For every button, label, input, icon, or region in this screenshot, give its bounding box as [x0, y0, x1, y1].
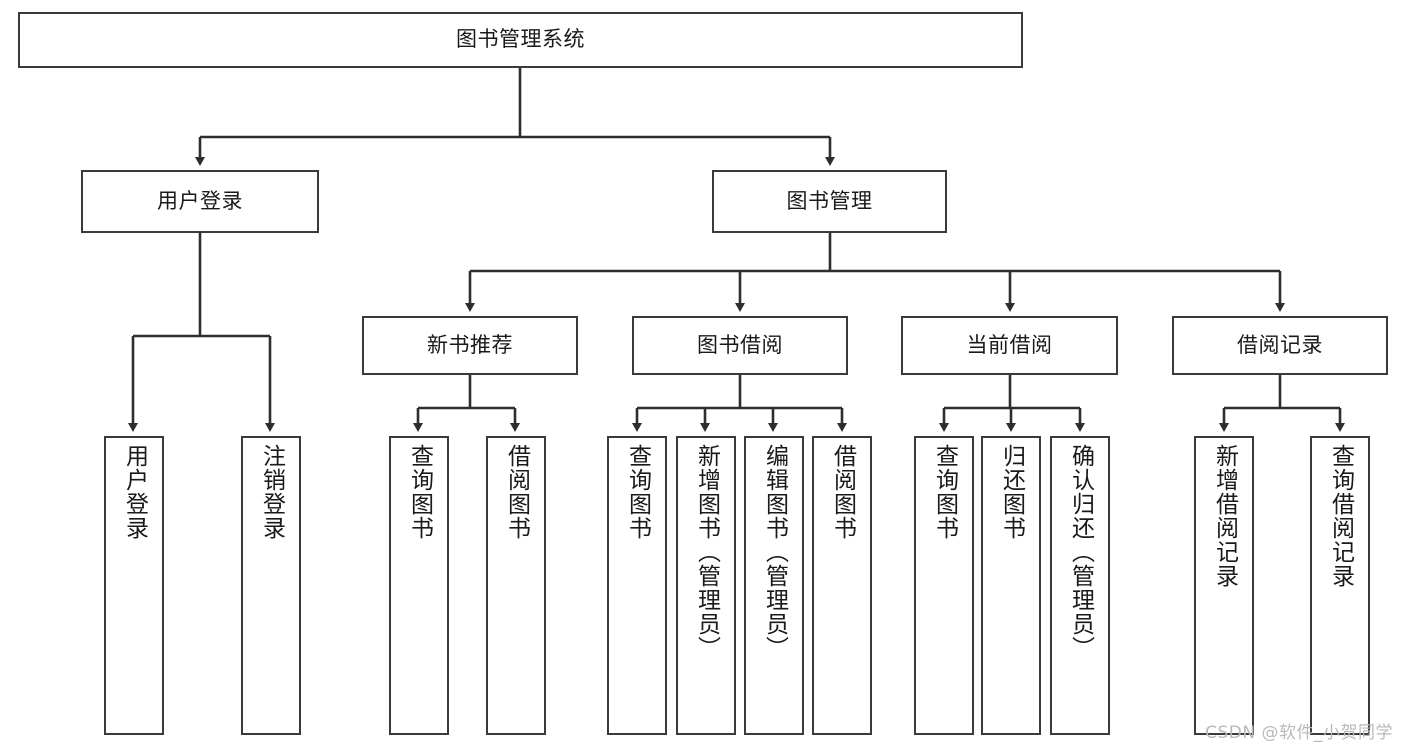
- leaf-current-borrow-query-label: 查询图书: [931, 444, 958, 540]
- leaf-current-borrow-return[interactable]: 归还图书: [981, 436, 1041, 735]
- leaf-borrow-record-query-label: 查询借阅记录: [1327, 444, 1354, 588]
- leaf-new-book-query-label: 查询图书: [406, 444, 433, 540]
- leaf-book-borrow-add[interactable]: 新增图书（管理员）: [676, 436, 736, 735]
- leaf-book-borrow-borrow[interactable]: 借阅图书: [812, 436, 872, 735]
- node-borrow-record[interactable]: 借阅记录: [1172, 316, 1388, 375]
- leaf-book-borrow-query-label: 查询图书: [624, 444, 651, 540]
- node-book-borrow-label: 图书借阅: [697, 332, 783, 357]
- leaf-borrow-record-add[interactable]: 新增借阅记录: [1194, 436, 1254, 735]
- leaf-borrow-record-add-label: 新增借阅记录: [1211, 444, 1238, 588]
- leaf-book-borrow-borrow-label: 借阅图书: [829, 444, 856, 540]
- node-book-management-label: 图书管理: [786, 188, 873, 213]
- leaf-current-borrow-confirm[interactable]: 确认归还（管理员）: [1050, 436, 1110, 735]
- leaf-new-book-borrow[interactable]: 借阅图书: [486, 436, 546, 735]
- node-user-login[interactable]: 用户登录: [81, 170, 319, 233]
- node-root[interactable]: 图书管理系统: [18, 12, 1023, 68]
- leaf-book-borrow-edit[interactable]: 编辑图书（管理员）: [744, 436, 804, 735]
- leaf-current-borrow-confirm-label: 确认归还（管理员）: [1067, 444, 1094, 660]
- node-new-book-recommend[interactable]: 新书推荐: [362, 316, 578, 375]
- node-borrow-record-label: 借阅记录: [1237, 332, 1323, 357]
- node-root-label: 图书管理系统: [456, 27, 585, 52]
- leaf-new-book-query[interactable]: 查询图书: [389, 436, 449, 735]
- leaf-user-login-signin[interactable]: 用户登录: [104, 436, 164, 735]
- leaf-current-borrow-query[interactable]: 查询图书: [914, 436, 974, 735]
- leaf-book-borrow-query[interactable]: 查询图书: [607, 436, 667, 735]
- leaf-user-login-signout[interactable]: 注销登录: [241, 436, 301, 735]
- leaf-current-borrow-return-label: 归还图书: [998, 444, 1025, 540]
- node-current-borrow-label: 当前借阅: [966, 332, 1053, 357]
- leaf-borrow-record-query[interactable]: 查询借阅记录: [1310, 436, 1370, 735]
- leaf-user-login-signin-label: 用户登录: [121, 444, 148, 540]
- leaf-user-login-signout-label: 注销登录: [258, 444, 285, 540]
- node-current-borrow[interactable]: 当前借阅: [901, 316, 1118, 375]
- node-book-borrow[interactable]: 图书借阅: [632, 316, 848, 375]
- node-book-management[interactable]: 图书管理: [712, 170, 947, 233]
- node-new-book-recommend-label: 新书推荐: [427, 332, 513, 357]
- node-user-login-label: 用户登录: [157, 188, 243, 213]
- leaf-new-book-borrow-label: 借阅图书: [503, 444, 530, 540]
- leaf-book-borrow-add-label: 新增图书（管理员）: [693, 444, 720, 660]
- leaf-book-borrow-edit-label: 编辑图书（管理员）: [761, 444, 788, 660]
